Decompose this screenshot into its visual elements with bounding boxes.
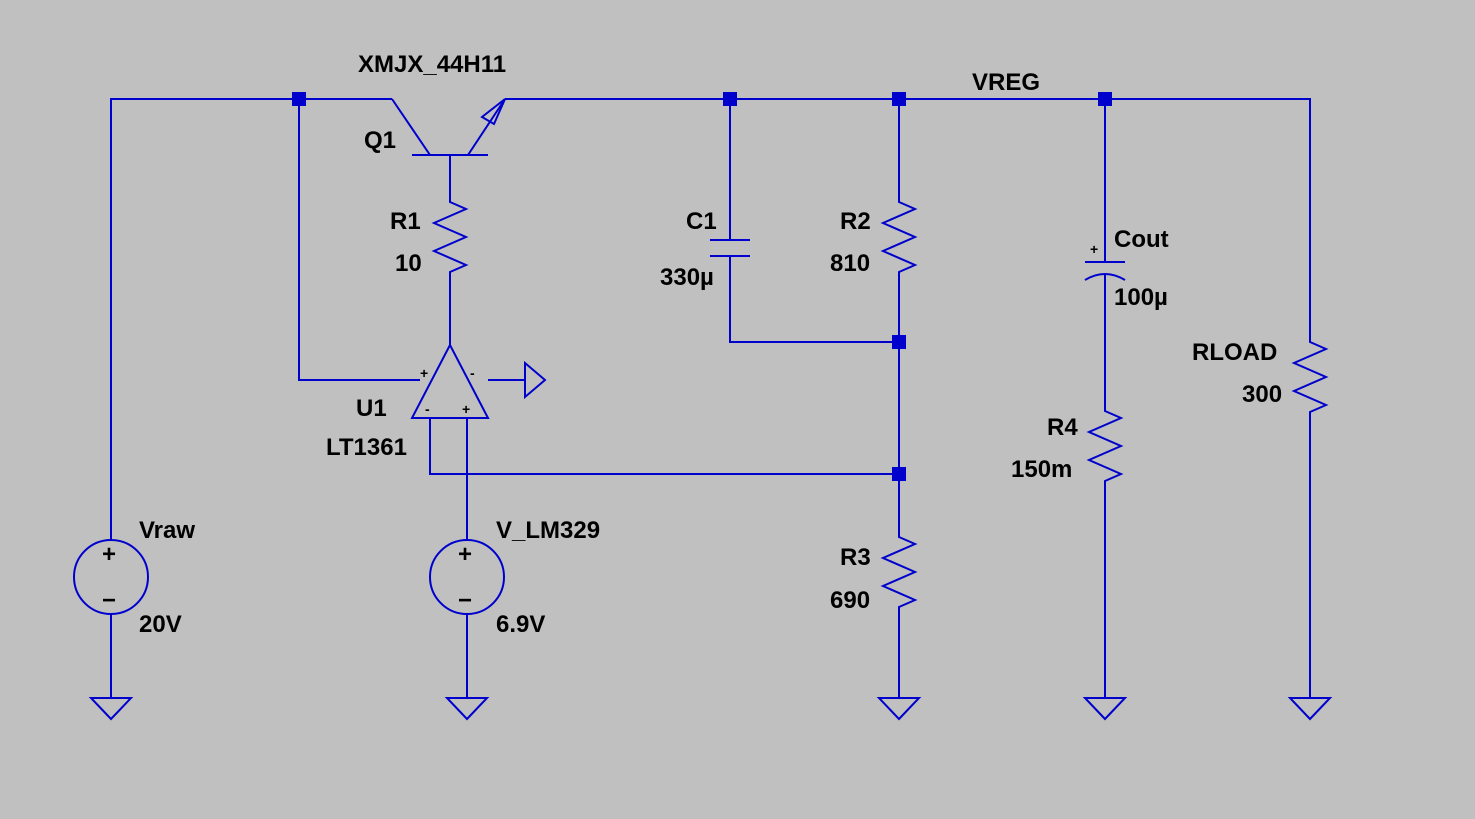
c1-value-label: 330µ: [660, 264, 714, 291]
u1-opamp[interactable]: + - - +: [410, 342, 547, 419]
c1-ref-label: C1: [686, 208, 717, 235]
r2-value-label: 810: [830, 250, 870, 277]
r3-value-label: 690: [830, 587, 870, 614]
r1-resistor[interactable]: [431, 195, 469, 280]
junction-dot: [892, 92, 906, 106]
junction-dot: [1098, 92, 1112, 106]
cout-capacitor[interactable]: +: [1084, 241, 1126, 281]
junction-dot: [892, 467, 906, 481]
c1-capacitor[interactable]: [710, 239, 750, 257]
vlm-ref-label: V_LM329: [496, 517, 600, 544]
wire-opamp-supply[interactable]: [298, 99, 420, 381]
r1-ref-label: R1: [390, 208, 421, 235]
junction-dot: [292, 92, 306, 106]
rload-value-label: 300: [1242, 381, 1282, 408]
rload-resistor[interactable]: [1291, 335, 1329, 420]
vlm-plus-sign: +: [458, 541, 472, 568]
u1-pin-plus-left: +: [420, 365, 428, 381]
wire-c1-bottom[interactable]: [729, 256, 899, 343]
junction-dot: [723, 92, 737, 106]
wire-vreg-rail[interactable]: [505, 98, 1311, 335]
r2-ref-label: R2: [840, 208, 871, 235]
wires: [110, 98, 1311, 698]
u1-ref-label: U1: [356, 395, 387, 422]
vraw-source[interactable]: + −: [73, 539, 149, 615]
vreg-net-label: VREG: [972, 69, 1040, 96]
u1-pin-minus-right: -: [470, 365, 475, 381]
r3-ref-label: R3: [840, 544, 871, 571]
u1-model-label: LT1361: [326, 434, 407, 461]
junction-dot: [892, 335, 906, 349]
ground-icon[interactable]: [88, 697, 134, 721]
wire-vraw-top[interactable]: [110, 98, 392, 540]
vlm-minus-sign: −: [458, 587, 472, 614]
vraw-plus-sign: +: [102, 541, 116, 568]
cout-polarity-label: +: [1090, 241, 1098, 257]
rload-ref-label: RLOAD: [1192, 339, 1277, 366]
wire-feedback[interactable]: [429, 418, 899, 475]
r1-value-label: 10: [395, 250, 422, 277]
vlm-value-label: 6.9V: [496, 611, 545, 638]
junctions: [292, 92, 1112, 481]
u1-pin-minus-bottom: -: [425, 401, 430, 417]
opamp-ground-icon: [524, 360, 547, 400]
r2-resistor[interactable]: [880, 195, 918, 280]
vraw-minus-sign: −: [102, 587, 116, 614]
emitter-arrow-icon: [480, 98, 506, 126]
vraw-ref-label: Vraw: [139, 517, 195, 544]
q1-transistor[interactable]: [391, 98, 506, 156]
ground-icon[interactable]: [876, 697, 922, 721]
cout-value-label: 100µ: [1114, 284, 1168, 311]
q1-model-label: XMJX_44H11: [358, 51, 506, 78]
q1-ref-label: Q1: [364, 127, 396, 154]
v-lm329-source[interactable]: + −: [429, 539, 505, 615]
ground-icon[interactable]: [1082, 697, 1128, 721]
r4-ref-label: R4: [1047, 414, 1078, 441]
r4-resistor[interactable]: [1086, 404, 1124, 488]
ground-symbols: [88, 697, 1333, 721]
r4-value-label: 150m: [1011, 456, 1072, 483]
vraw-value-label: 20V: [139, 611, 182, 638]
labels: XMJX_44H11 Q1 VREG R1 10 U1 LT1361 C1 33…: [139, 51, 1282, 638]
ground-icon[interactable]: [1287, 697, 1333, 721]
u1-pin-plus-bottom: +: [462, 401, 470, 417]
cout-ref-label: Cout: [1114, 226, 1169, 253]
r3-resistor[interactable]: [880, 530, 918, 615]
ground-icon[interactable]: [444, 697, 490, 721]
